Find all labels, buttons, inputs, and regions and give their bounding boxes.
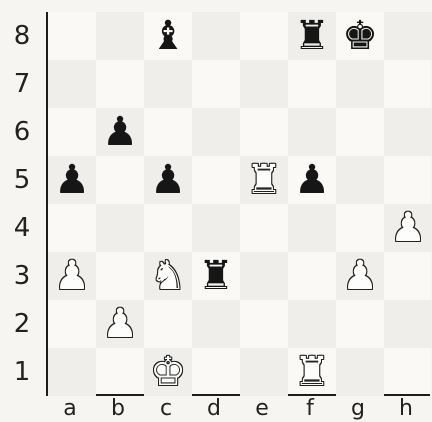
square-e6[interactable] [240, 108, 288, 156]
square-f2[interactable] [288, 300, 336, 348]
black-king-icon[interactable]: ♚ [336, 12, 384, 60]
white-pawn-icon[interactable]: ♟ [384, 204, 432, 252]
square-b3[interactable] [96, 252, 144, 300]
square-e7[interactable] [240, 60, 288, 108]
square-e4[interactable] [240, 204, 288, 252]
square-d1[interactable] [192, 348, 240, 396]
square-h5[interactable] [384, 156, 432, 204]
square-f6[interactable] [288, 108, 336, 156]
square-b5[interactable] [96, 156, 144, 204]
square-c2[interactable] [144, 300, 192, 348]
file-label: d [190, 396, 238, 422]
square-h1[interactable] [384, 348, 432, 396]
square-d4[interactable] [192, 204, 240, 252]
black-pawn-icon[interactable]: ♟ [144, 156, 192, 204]
square-d6[interactable] [192, 108, 240, 156]
file-label: f [286, 396, 334, 422]
black-pawn-icon[interactable]: ♟ [288, 156, 336, 204]
file-label: a [46, 396, 94, 422]
square-a6[interactable] [48, 108, 96, 156]
square-a4[interactable] [48, 204, 96, 252]
rank-label: 8 [2, 12, 42, 60]
square-g1[interactable] [336, 348, 384, 396]
square-e2[interactable] [240, 300, 288, 348]
file-label: h [382, 396, 430, 422]
rank-label: 4 [2, 204, 42, 252]
square-g5[interactable] [336, 156, 384, 204]
square-a8[interactable] [48, 12, 96, 60]
square-d2[interactable] [192, 300, 240, 348]
square-b4[interactable] [96, 204, 144, 252]
square-h7[interactable] [384, 60, 432, 108]
white-pawn-icon[interactable]: ♟ [336, 252, 384, 300]
file-label: g [334, 396, 382, 422]
rank-label: 5 [2, 156, 42, 204]
square-b1[interactable] [96, 348, 144, 396]
black-bishop-icon[interactable]: ♝ [144, 12, 192, 60]
black-pawn-icon[interactable]: ♟ [48, 156, 96, 204]
square-g2[interactable] [336, 300, 384, 348]
square-g6[interactable] [336, 108, 384, 156]
square-d8[interactable] [192, 12, 240, 60]
black-rook-icon[interactable]: ♜ [192, 252, 240, 300]
square-a7[interactable] [48, 60, 96, 108]
rank-label: 7 [2, 60, 42, 108]
square-d7[interactable] [192, 60, 240, 108]
rank-label: 3 [2, 252, 42, 300]
white-rook-icon[interactable]: ♜ [288, 348, 336, 396]
square-c6[interactable] [144, 108, 192, 156]
white-pawn-icon[interactable]: ♟ [96, 300, 144, 348]
square-c7[interactable] [144, 60, 192, 108]
white-king-icon[interactable]: ♚ [144, 348, 192, 396]
square-f3[interactable] [288, 252, 336, 300]
square-c4[interactable] [144, 204, 192, 252]
file-label: b [94, 396, 142, 422]
square-h3[interactable] [384, 252, 432, 300]
square-a2[interactable] [48, 300, 96, 348]
white-rook-icon[interactable]: ♜ [240, 156, 288, 204]
square-b7[interactable] [96, 60, 144, 108]
square-f7[interactable] [288, 60, 336, 108]
square-h6[interactable] [384, 108, 432, 156]
file-label: e [238, 396, 286, 422]
square-g7[interactable] [336, 60, 384, 108]
square-f4[interactable] [288, 204, 336, 252]
square-e3[interactable] [240, 252, 288, 300]
square-h8[interactable] [384, 12, 432, 60]
black-rook-icon[interactable]: ♜ [288, 12, 336, 60]
square-d5[interactable] [192, 156, 240, 204]
square-a1[interactable] [48, 348, 96, 396]
square-g4[interactable] [336, 204, 384, 252]
square-e8[interactable] [240, 12, 288, 60]
file-label: c [142, 396, 190, 422]
rank-label: 1 [2, 348, 42, 396]
square-h2[interactable] [384, 300, 432, 348]
rank-label: 6 [2, 108, 42, 156]
square-e1[interactable] [240, 348, 288, 396]
square-b8[interactable] [96, 12, 144, 60]
white-knight-icon[interactable]: ♞ [144, 252, 192, 300]
rank-label: 2 [2, 300, 42, 348]
chess-board: ♝♜♚♟♟♟♜♟♟♟♞♜♟♟♚♜ [46, 12, 430, 396]
black-pawn-icon[interactable]: ♟ [96, 108, 144, 156]
white-pawn-icon[interactable]: ♟ [48, 252, 96, 300]
